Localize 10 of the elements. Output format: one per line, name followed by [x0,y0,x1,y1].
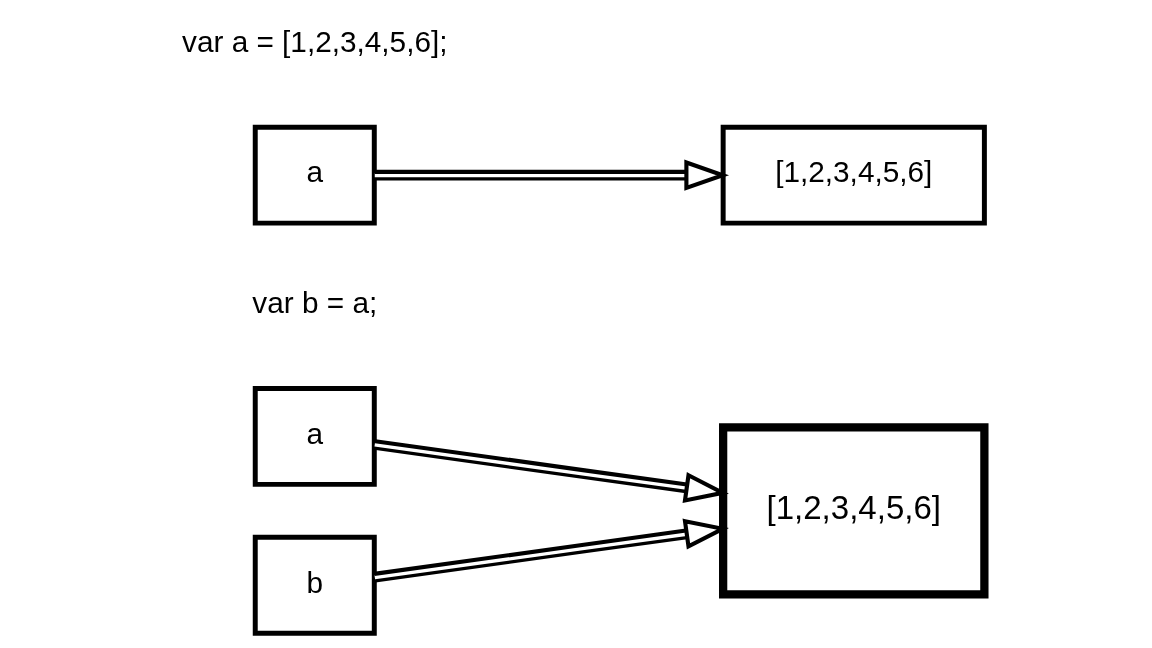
node-box: a [252,124,377,226]
arrow [374,518,729,583]
arrow [374,439,729,504]
node-box: [1,2,3,4,5,6] [719,423,989,599]
node-box: [1,2,3,4,5,6] [720,124,987,226]
arrow [374,159,729,191]
node-box: b [252,534,377,636]
label: var b = a; [252,286,378,320]
node-box: a [252,386,377,487]
label: var a = [1,2,3,4,5,6]; [182,24,448,58]
